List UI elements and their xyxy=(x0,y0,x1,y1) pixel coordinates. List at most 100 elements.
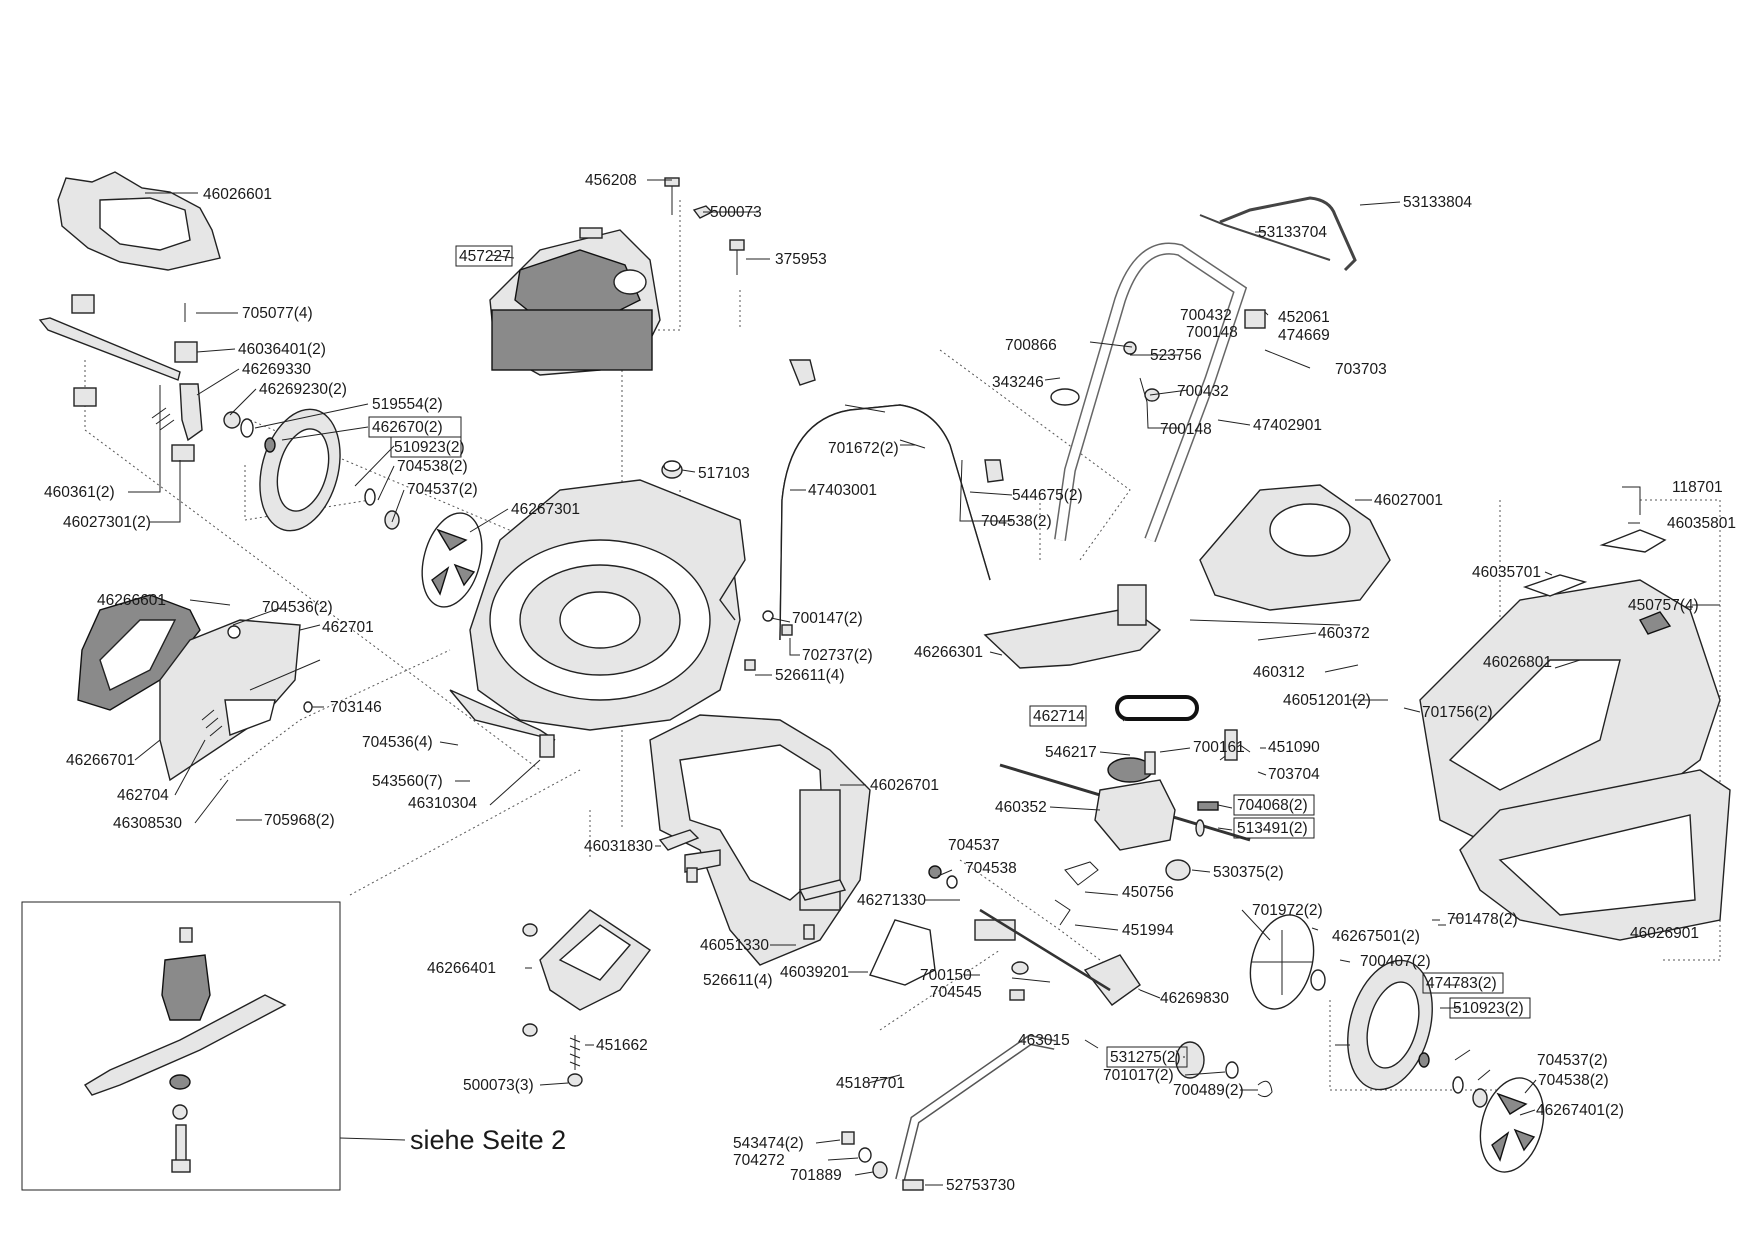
label-462704: 462704 xyxy=(117,787,169,804)
bracket-46031830 xyxy=(658,829,700,883)
label-462670: 462670(2) xyxy=(372,419,443,436)
label-46266601: 46266601 xyxy=(97,592,166,609)
label-704537c: 704537(2) xyxy=(1537,1052,1608,1069)
hubcap-46267301 xyxy=(421,512,483,608)
label-704536b: 704536(4) xyxy=(362,734,433,751)
label-46267301: 46267301 xyxy=(511,501,580,518)
label-456208: 456208 xyxy=(585,172,637,189)
grass-box-clip-46035701 xyxy=(1522,574,1588,597)
label-46051330: 46051330 xyxy=(700,937,769,954)
label-704538d: 704538(2) xyxy=(1538,1072,1609,1089)
label-700407: 700407(2) xyxy=(1360,953,1431,970)
label-462714: 462714 xyxy=(1033,708,1085,725)
label-510923b: 510923(2) xyxy=(1453,1000,1524,1017)
label-701478: 701478(2) xyxy=(1447,911,1518,928)
label-705968: 705968(2) xyxy=(264,812,335,829)
label-47403001: 47403001 xyxy=(808,482,877,499)
label-462701: 462701 xyxy=(322,619,374,636)
label-703703: 703703 xyxy=(1335,361,1387,378)
bolt-526611-46051330 xyxy=(798,879,847,940)
label-704536a: 704536(2) xyxy=(262,599,333,616)
label-46026601: 46026601 xyxy=(203,186,272,203)
label-704537a: 704537(2) xyxy=(407,481,478,498)
assembly-guide-lines xyxy=(84,200,1721,1091)
label-704068: 704068(2) xyxy=(1237,797,1308,814)
label-705077: 705077(4) xyxy=(242,305,313,322)
label-460372: 460372 xyxy=(1318,625,1370,642)
label-701756: 701756(2) xyxy=(1422,704,1493,721)
screw-517103 xyxy=(661,460,683,479)
label-704538b: 704538(2) xyxy=(981,513,1052,530)
label-118701: 118701 xyxy=(1672,479,1723,496)
label-463015: 463015 xyxy=(1018,1032,1070,1049)
label-460361: 460361(2) xyxy=(44,484,115,501)
label-704538a: 704538(2) xyxy=(397,458,468,475)
label-457227: 457227 xyxy=(459,248,511,265)
label-46026701: 46026701 xyxy=(870,777,939,794)
label-46036401: 46036401(2) xyxy=(238,341,326,358)
label-451090: 451090 xyxy=(1268,739,1320,756)
label-700148a: 700148 xyxy=(1186,324,1238,341)
label-46031830: 46031830 xyxy=(584,838,653,855)
label-704545: 704545 xyxy=(930,984,982,1001)
label-451662: 451662 xyxy=(596,1037,648,1054)
label-701972: 701972(2) xyxy=(1252,902,1323,919)
label-530375: 530375(2) xyxy=(1213,864,1284,881)
label-46267401: 46267401(2) xyxy=(1536,1102,1624,1119)
label-517103: 517103 xyxy=(698,465,750,482)
label-46310304: 46310304 xyxy=(408,795,477,812)
label-704537b: 704537 xyxy=(948,837,1000,854)
label-474783: 474783(2) xyxy=(1426,975,1497,992)
part-number-labels: 46026601 705077(4) 46036401(2) 46269330 … xyxy=(44,172,1736,1194)
control-bar-53133804 xyxy=(1199,196,1357,272)
label-700432b: 700432 xyxy=(1177,383,1229,400)
label-544675: 544675(2) xyxy=(1012,487,1083,504)
label-543474: 543474(2) xyxy=(733,1135,804,1152)
blade-assembly-inset xyxy=(21,901,341,1191)
engine-457227 xyxy=(489,177,745,376)
siehe-seite-2-label: siehe Seite 2 xyxy=(410,1125,566,1155)
label-702737: 702737(2) xyxy=(802,647,873,664)
label-543560: 543560(7) xyxy=(372,773,443,790)
label-375953: 375953 xyxy=(775,251,827,268)
label-546217: 546217 xyxy=(1045,744,1097,761)
gearbox-assembly xyxy=(999,729,1251,926)
mower-deck-46310304 xyxy=(449,479,746,758)
label-500073b: 500073(3) xyxy=(463,1077,534,1094)
label-46271330: 46271330 xyxy=(857,892,926,909)
height-adjust-axle-assembly xyxy=(38,294,203,462)
label-47402901: 47402901 xyxy=(1253,417,1322,434)
small-hardware-704537-704538 xyxy=(744,610,958,889)
height-lever-45187701 xyxy=(869,908,1273,1182)
label-46039201: 46039201 xyxy=(780,964,849,981)
grass-box-base-46026901 xyxy=(1459,769,1731,941)
label-46266701: 46266701 xyxy=(66,752,135,769)
label-451994: 451994 xyxy=(1122,922,1174,939)
rear-flap-46027001 xyxy=(1189,484,1391,626)
label-46026901: 46026901 xyxy=(1630,925,1699,942)
label-510923a: 510923(2) xyxy=(394,439,465,456)
label-450756: 450756 xyxy=(1122,884,1174,901)
label-46308530: 46308530 xyxy=(113,815,182,832)
label-460312: 460312 xyxy=(1253,664,1305,681)
label-343246: 343246 xyxy=(992,374,1044,391)
hardware-543474-704272-701889-52753730 xyxy=(841,1131,924,1191)
label-526611b: 526611(4) xyxy=(703,972,773,989)
label-700432a: 700432 xyxy=(1180,307,1232,324)
label-46266301: 46266301 xyxy=(914,644,983,661)
label-452061: 452061 xyxy=(1278,309,1330,326)
drive-belt-462714 xyxy=(1115,695,1199,721)
rear-cover-46026601 xyxy=(57,171,221,271)
label-704272: 704272 xyxy=(733,1152,785,1169)
chute-46266301 xyxy=(983,584,1162,669)
label-700866: 700866 xyxy=(1005,337,1057,354)
label-450757: 450757(4) xyxy=(1628,597,1699,614)
label-523756: 523756 xyxy=(1150,347,1202,364)
boxed-label-frames xyxy=(368,245,1531,1068)
label-519554: 519554(2) xyxy=(372,396,443,413)
label-53133704: 53133704 xyxy=(1258,224,1327,241)
label-53133804: 53133804 xyxy=(1403,194,1472,211)
label-46027001: 46027001 xyxy=(1374,492,1443,509)
